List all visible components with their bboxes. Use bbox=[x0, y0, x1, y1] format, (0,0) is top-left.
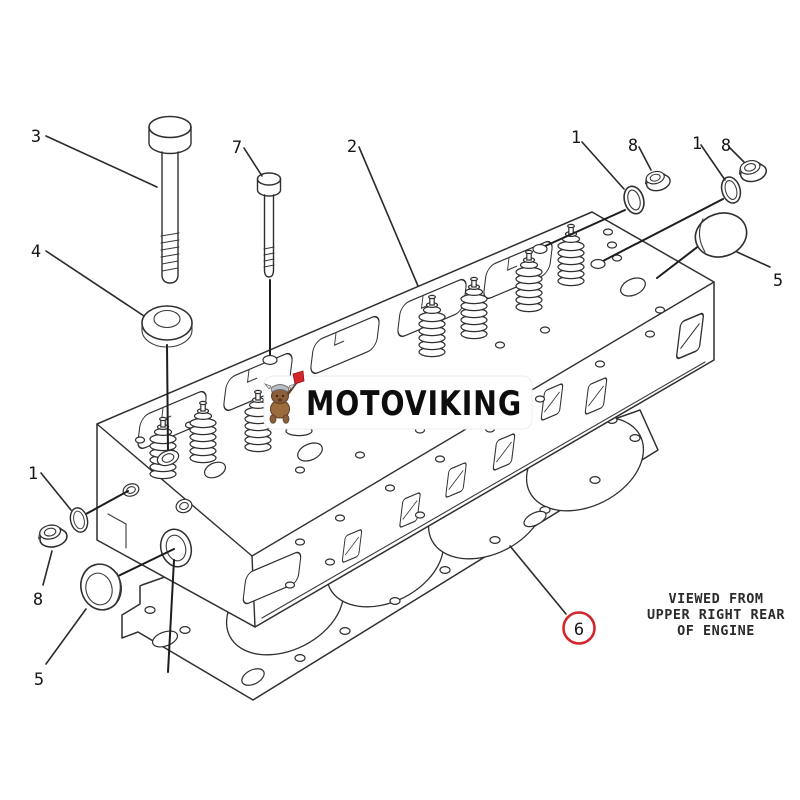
callout-1-seal-b: 1 bbox=[692, 134, 702, 154]
view-note-line2: UPPER RIGHT REAR bbox=[647, 607, 785, 623]
oring-seal-top-b bbox=[717, 173, 745, 207]
watermark-band: MOTOVIKING bbox=[263, 370, 533, 430]
callout-labels: 3 4 7 2 1 8 1 8 5 1 8 5 bbox=[28, 127, 783, 690]
cup-plug-right-5 bbox=[694, 212, 748, 258]
callout-8-plug-b: 8 bbox=[721, 136, 731, 156]
washer-4 bbox=[141, 305, 193, 348]
callout-5-cup-left: 5 bbox=[34, 670, 44, 690]
gasket-callout-circle: 6 bbox=[562, 611, 596, 645]
plug-top-a bbox=[642, 167, 673, 194]
callout-8-plug-a: 8 bbox=[628, 136, 638, 156]
bolt-3-long bbox=[148, 115, 192, 284]
leader-lines bbox=[40, 135, 771, 665]
brand-wordmark: MOTOVIKING bbox=[306, 384, 522, 424]
callout-1-seal-a: 1 bbox=[571, 128, 581, 148]
plug-left-8 bbox=[35, 521, 70, 551]
bolt-7-short bbox=[256, 172, 282, 278]
view-note: VIEWED FROM UPPER RIGHT REAR OF ENGINE bbox=[647, 591, 785, 639]
axe-icon bbox=[292, 370, 305, 385]
callout-6-gasket: 6 bbox=[574, 620, 584, 640]
callout-1-seal-left: 1 bbox=[28, 464, 38, 484]
mascot-viking-dog bbox=[263, 370, 305, 424]
view-note-line1: VIEWED FROM bbox=[669, 591, 764, 607]
callout-7-bolt: 7 bbox=[232, 138, 242, 158]
cup-plug-left-5 bbox=[80, 563, 122, 611]
viking-helmet-icon bbox=[270, 384, 290, 393]
assembly-axis-lines bbox=[85, 198, 724, 673]
callout-5-cup-right: 5 bbox=[773, 271, 783, 291]
plug-top-b bbox=[736, 156, 769, 186]
callout-4-washer: 4 bbox=[31, 242, 41, 262]
callout-3-bolt: 3 bbox=[31, 127, 41, 147]
head-left-end-face bbox=[107, 483, 193, 568]
oring-seal-top-a bbox=[620, 183, 648, 217]
callout-2-head: 2 bbox=[347, 137, 357, 157]
callout-8-plug-left: 8 bbox=[33, 590, 43, 610]
gasket-bolt-holes bbox=[144, 416, 641, 686]
view-note-line3: OF ENGINE bbox=[677, 623, 755, 639]
